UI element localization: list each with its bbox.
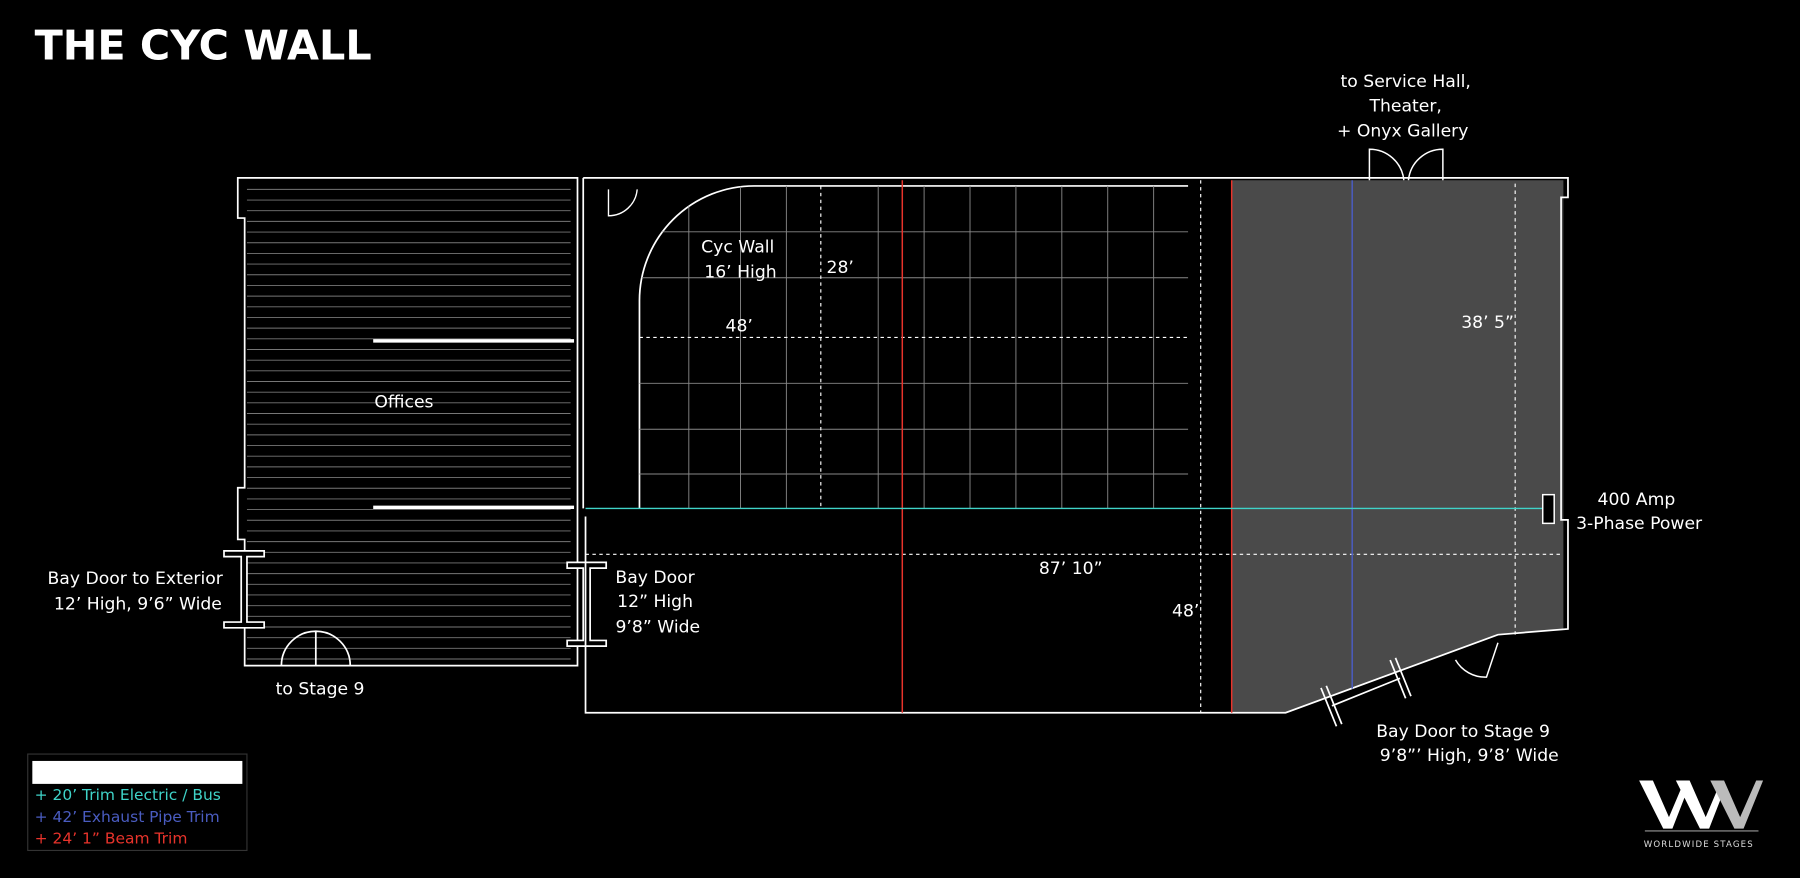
bay-door-stage9-label: Bay Door to Stage 9 9’8”’ High, 9’8’ Wid… [1376,722,1558,766]
offices-block [236,177,579,667]
cyc-wall-label: Cyc Wall 16’ High [701,237,780,282]
logo-text: WORLDWIDE STAGES [1644,840,1754,850]
bay-door-exterior-icon [223,550,266,629]
stage9-small-door-icon [1454,642,1499,678]
dimension-38-5: 38’ 5” [1461,313,1514,333]
bay-door-middle-icon [566,561,608,648]
power-box-icon [1541,493,1555,525]
dimension-48-top: 48’ [726,317,753,337]
legend-beam-trim: + 24’ 1” Beam Trim [35,830,188,848]
service-hall-door-icon [1368,148,1444,181]
offices-label: Offices [374,392,433,412]
bay-door-middle-label: Bay Door 12” High 9’8” Wide [615,568,700,637]
dimension-28: 28’ [827,258,854,278]
bay-door-stage9-icon [1320,657,1412,727]
page-title: THE CYC WALL [35,22,372,70]
stage-outline [582,177,1569,714]
corner-door-icon [607,189,638,217]
dimension-87-10: 87’ 10” [1039,559,1103,579]
dimension-lines [585,180,1564,713]
power-label: 400 Amp 3-Phase Power [1576,490,1703,534]
worldwide-stages-logo: WORLDWIDE STAGES [1639,780,1764,850]
stage-gray-area [1231,180,1564,713]
to-stage-9-label: to Stage 9 [276,679,365,699]
legend: + 20’ Trim Electric / Bus + 42’ Exhaust … [27,753,248,852]
service-hall-label: to Service Hall, Theater, + Onyx Gallery [1337,72,1476,141]
legend-exhaust-pipe: + 42’ Exhaust Pipe Trim [35,808,220,826]
bay-door-exterior-label: Bay Door to Exterior 12’ High, 9’6” Wide [47,569,228,614]
cyc-wall-grid [638,185,1189,509]
dimension-48-bottom: 48’ [1172,601,1199,621]
legend-trim-electric: + 20’ Trim Electric / Bus [35,786,221,804]
